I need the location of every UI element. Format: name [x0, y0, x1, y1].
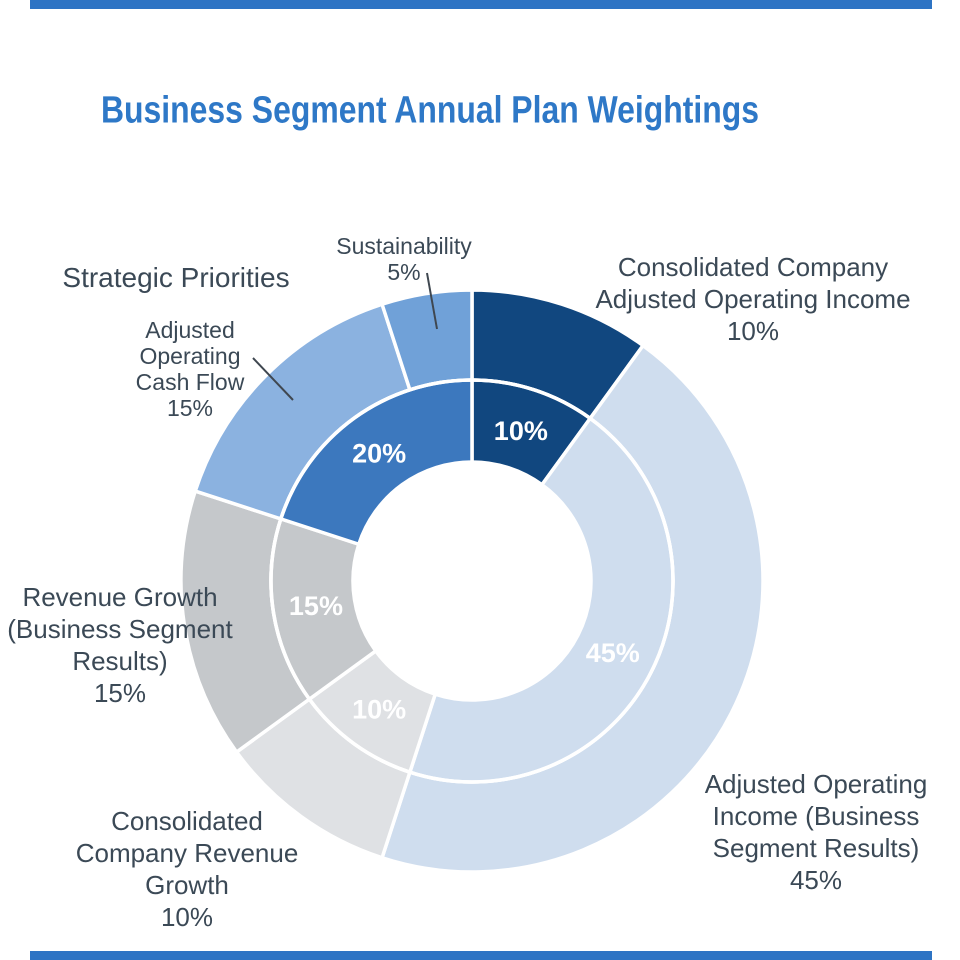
- inner-segment-value-label-3: 15%: [289, 591, 343, 621]
- inner-segment-value-label-2: 10%: [352, 694, 406, 724]
- label-adjusted-operating-income-business-segment-results: Adjusted Operating Income (Business Segm…: [704, 769, 928, 895]
- label-revenue-growth-business-segment-results: Revenue Growth (Business Segment Results…: [7, 582, 233, 708]
- sustainability-leader-line: [426, 272, 438, 330]
- inner-segment-value-label-0: 10%: [494, 416, 548, 446]
- chart-title: Business Segment Annual Plan Weightings: [100, 89, 760, 132]
- ring-divider: [269, 378, 675, 784]
- cash-flow-leader-line: [252, 357, 294, 401]
- label-adjusted-operating-cash-flow: Adjusted Operating Cash Flow 15%: [135, 317, 245, 421]
- label-consolidated-company-adjusted-operating-income: Consolidated Company Adjusted Operating …: [595, 252, 911, 346]
- bottom-accent-bar: [30, 951, 932, 960]
- top-accent-bar: [30, 0, 932, 9]
- label-strategic-priorities: Strategic Priorities: [62, 262, 290, 293]
- label-consolidated-company-revenue-growth: Consolidated Company Revenue Growth 10%: [75, 806, 299, 932]
- inner-segment-value-label-4: 20%: [352, 439, 406, 469]
- inner-segment-value-label-1: 45%: [586, 638, 640, 668]
- label-sustainability: Sustainability 5%: [336, 233, 472, 285]
